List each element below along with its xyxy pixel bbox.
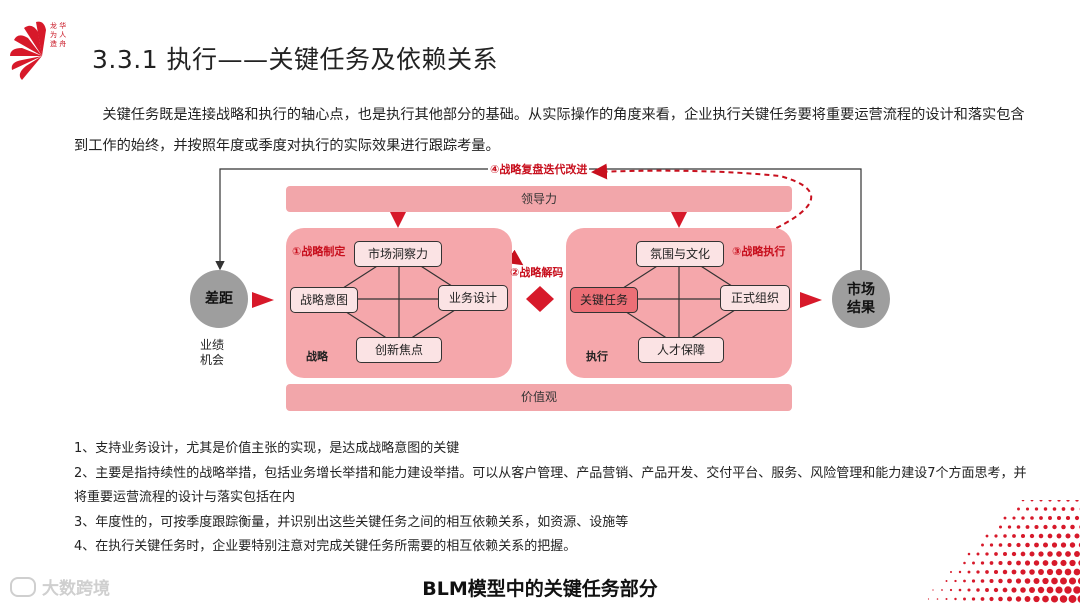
execution-panel: 氛围与文化 关键任务 正式组织 人才保障 执行 — [566, 228, 792, 378]
market-result-label: 市场 结果 — [847, 282, 875, 316]
strategy-panel: 市场洞察力 战略意图 业务设计 创新焦点 战略 — [286, 228, 512, 378]
decorative-dot-pattern — [927, 500, 1080, 603]
logo-text: 龙 华 为 人 造 舟 — [50, 22, 67, 48]
gap-sub-label: 业绩 机会 — [200, 338, 225, 367]
node-business-design: 业务设计 — [438, 285, 508, 311]
key-points-list: 1、支持业务设计，尤其是价值主张的实现，是达成战略意图的关键 2、主要是指持续性… — [74, 437, 1034, 560]
leadership-bar: 领导力 — [286, 186, 792, 212]
execution-label: 执行 — [586, 350, 608, 363]
step-4-label: ④战略复盘迭代改进 — [488, 161, 590, 177]
point-1: 1、支持业务设计，尤其是价值主张的实现，是达成战略意图的关键 — [74, 441, 460, 456]
node-innovation-focus: 创新焦点 — [356, 337, 442, 363]
gap-label: 差距 — [205, 291, 233, 307]
leadership-arrow-right — [669, 208, 689, 228]
market-result-circle: 市场 结果 — [832, 270, 890, 328]
result-arrow — [800, 292, 822, 308]
node-market-insight: 市场洞察力 — [354, 241, 442, 267]
watermark-icon — [10, 576, 36, 597]
watermark: 大数跨境 — [10, 574, 110, 599]
step-1-label: ①战略制定 — [292, 245, 346, 258]
leadership-arrow-left — [388, 208, 408, 228]
strategy-label: 战略 — [306, 350, 328, 363]
point-2: 2、主要是指持续性的战略举措，包括业务增长举措和能力建设举措。可以从客户管理、产… — [74, 465, 1027, 506]
step-2-label: ②战略解码 — [510, 266, 564, 279]
node-strategic-intent: 战略意图 — [290, 287, 358, 313]
intro-paragraph: 关键任务既是连接战略和执行的轴心点，也是执行其他部分的基础。从实际操作的角度来看… — [74, 107, 1025, 154]
blm-diagram: 领导力 价值观 市场洞察力 战略意图 业务设计 创新焦点 战略 氛围与文化 关键… — [180, 158, 900, 420]
node-atmosphere-culture: 氛围与文化 — [636, 241, 724, 267]
gap-arrow — [252, 292, 274, 308]
node-talent: 人才保障 — [638, 337, 724, 363]
values-bar: 价值观 — [286, 384, 792, 411]
company-logo — [8, 16, 78, 92]
figure-caption: BLM模型中的关键任务部分 — [422, 578, 658, 600]
node-formal-organization: 正式组织 — [720, 285, 790, 311]
decode-diamond — [526, 286, 554, 312]
dashed-curve-2 — [591, 163, 812, 247]
page-title: 3.3.1 执行——关键任务及依赖关系 — [92, 45, 499, 74]
gap-circle: 差距 — [190, 270, 248, 328]
node-key-tasks: 关键任务 — [570, 287, 638, 313]
point-4: 4、在执行关键任务时，企业要特别注意对完成关键任务所需要的相互依赖关系的把握。 — [74, 539, 577, 554]
point-3: 3、年度性的，可按季度跟踪衡量，并识别出这些关键任务之间的相互依赖关系，如资源、… — [74, 514, 629, 530]
step-3-label: ③战略执行 — [732, 245, 786, 258]
